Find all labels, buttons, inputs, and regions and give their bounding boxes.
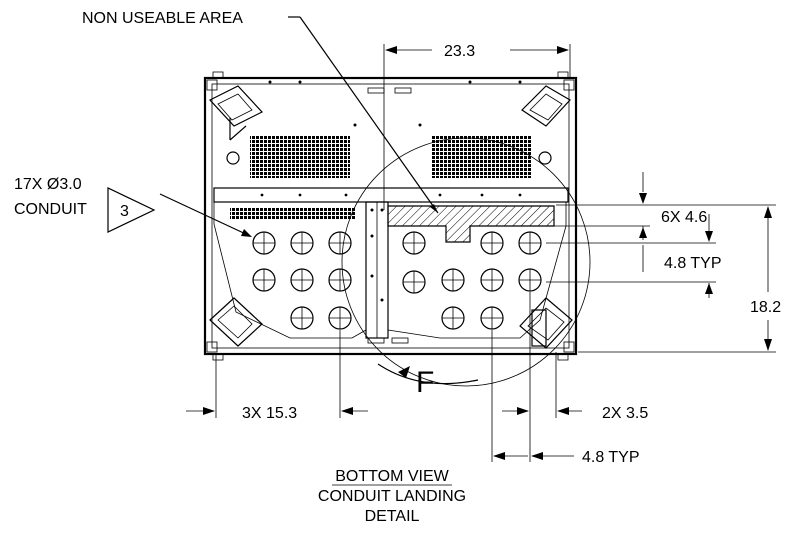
title-line2: CONDUIT LANDING xyxy=(318,488,466,505)
lower-plate xyxy=(213,202,567,339)
conduit-leader xyxy=(159,193,252,237)
non-useable-area-label: NON USEABLE AREA xyxy=(82,10,243,27)
conduit-hole xyxy=(518,268,542,292)
flag-number: 3 xyxy=(120,203,129,220)
conduit-hole xyxy=(290,306,314,330)
divider-channel xyxy=(365,201,409,344)
conduit-hole xyxy=(328,268,352,292)
title-line1: BOTTOM VIEW xyxy=(335,468,449,485)
corner-bracket-top-right xyxy=(521,79,575,127)
conduit-hole xyxy=(328,306,352,330)
top-connectors xyxy=(268,80,522,127)
vent-grille-right xyxy=(432,136,532,178)
conduit-hole xyxy=(480,268,504,292)
conduit-hole xyxy=(290,268,314,292)
mounting-hole xyxy=(226,151,240,165)
non-useable-area xyxy=(387,205,555,243)
top-dimension-label: 23.3 xyxy=(444,43,475,60)
conduit-hole xyxy=(441,306,465,330)
dim-typ-bottom-label: 4.8 TYP xyxy=(582,449,640,466)
mounting-hole xyxy=(538,151,552,165)
terminal-strip xyxy=(230,208,356,220)
conduit-hole xyxy=(402,231,426,255)
section-arrow xyxy=(377,363,479,385)
detail-circle xyxy=(341,137,591,387)
non-useable-leader xyxy=(288,16,439,214)
title-line3: DETAIL xyxy=(365,508,420,525)
vent-grille-left xyxy=(250,136,350,178)
dim-typ-right-label: 4.8 TYP xyxy=(664,255,722,272)
dim-height-label: 18.2 xyxy=(750,299,781,316)
channel-bar xyxy=(213,187,569,203)
conduit-hole xyxy=(252,268,276,292)
dim-6x-label: 6X 4.6 xyxy=(661,209,707,226)
dim-2x-label: 2X 3.5 xyxy=(602,405,648,422)
conduit-hole xyxy=(328,231,352,255)
enclosure-outline xyxy=(203,71,578,361)
conduit-count-label: 17X Ø3.0 xyxy=(14,176,82,193)
conduit-hole xyxy=(518,231,542,255)
conduit-word-label: CONDUIT xyxy=(14,201,87,218)
bottom-dimensions xyxy=(186,292,582,462)
corner-bracket-bottom-right xyxy=(519,297,575,353)
corner-bracket-bottom-left xyxy=(206,297,263,353)
conduit-hole xyxy=(441,268,465,292)
section-marker-f: F xyxy=(416,366,434,399)
flag-triangle xyxy=(107,187,156,233)
right-dimensions xyxy=(546,172,776,353)
corner-bracket-top-left xyxy=(206,79,263,141)
conduit-hole xyxy=(480,231,504,255)
dim-3x-label: 3X 15.3 xyxy=(242,405,297,422)
conduit-hole xyxy=(480,306,504,330)
conduit-hole xyxy=(290,231,314,255)
conduit-hole xyxy=(252,231,276,255)
conduit-holes xyxy=(252,231,542,330)
top-dimension xyxy=(383,44,571,210)
conduit-hole xyxy=(402,270,426,294)
